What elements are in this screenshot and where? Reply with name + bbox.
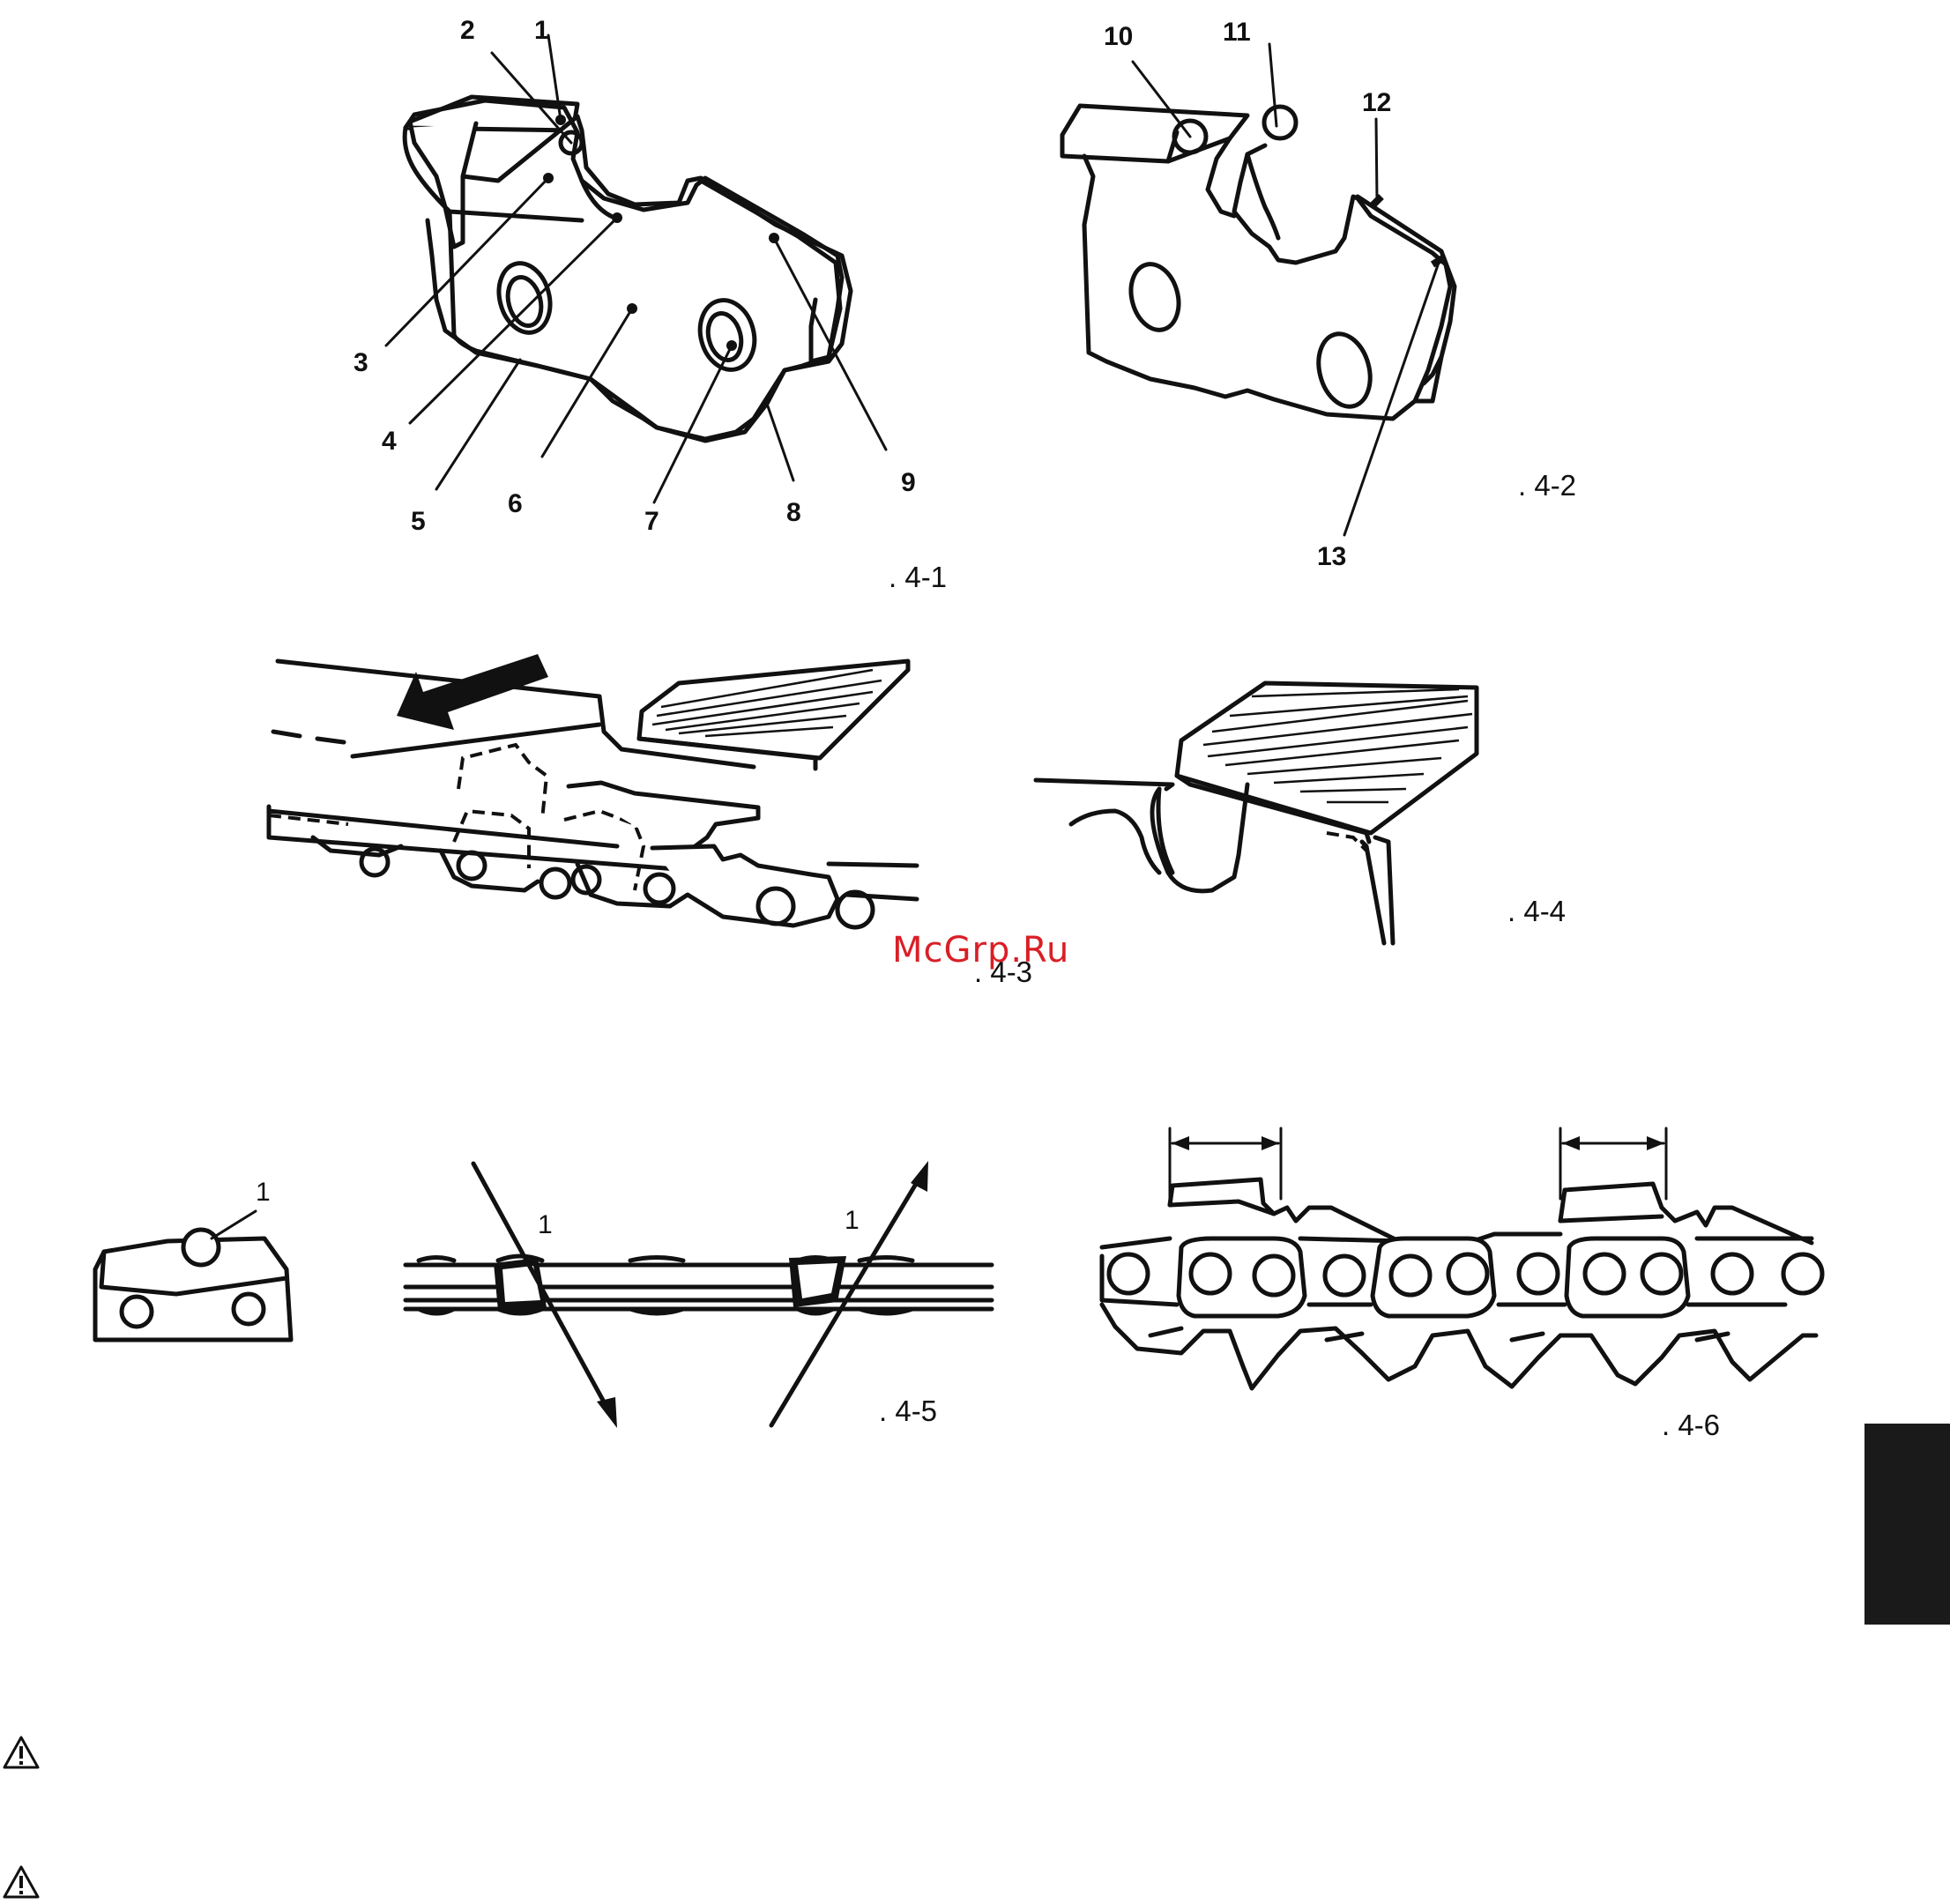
callout-4-1-3: 3 [354,350,368,376]
caption-fig-4-5: . 4-5 [879,1396,937,1425]
callout-4-1-7: 7 [644,509,659,535]
callout-4-1-8: 8 [786,500,801,526]
callout-4-2-10: 10 [1104,24,1133,50]
caption-fig-4-6: . 4-6 [1662,1410,1720,1439]
callout-4-2-13: 13 [1317,544,1346,570]
depth-gauge-tool-diagram [264,635,917,952]
caption-fig-4-2: . 4-2 [1518,471,1576,500]
chain-side-view-diagram [1098,1124,1820,1406]
callout-4-5-1b: 1 [538,1212,553,1238]
callout-4-2-12: 12 [1362,90,1391,116]
callout-4-1-9: 9 [901,470,916,496]
figure-4-1 [353,79,882,476]
callout-4-5-1a: 1 [256,1179,271,1206]
cutter-tooth-diagram [353,79,882,476]
warning-triangle-icon [2,1864,41,1900]
direction-arrow-icon [397,654,548,730]
depth-gauge-closeup-diagram [1036,679,1494,970]
figure-4-5-left [88,1208,309,1349]
callout-4-2-11: 11 [1223,19,1251,46]
figure-4-6 [1098,1124,1820,1406]
callout-4-1-2: 2 [460,18,475,44]
cutter-top-view-diagram [88,1208,309,1349]
cutter-tooth-angles-diagram [1053,84,1494,480]
caption-fig-4-1: . 4-1 [889,562,947,591]
callout-4-1-6: 6 [508,491,523,517]
watermark-text: McGrp.Ru [892,930,1069,971]
warning-triangle-icon [2,1735,41,1770]
figure-4-2 [1053,84,1494,480]
section-tab [1864,1424,1950,1625]
callout-4-1-1: 1 [534,18,549,44]
callout-4-5-1c: 1 [845,1208,860,1234]
callout-4-1-5: 5 [411,509,426,535]
callout-4-1-4: 4 [382,428,397,455]
figure-4-3 [264,635,917,952]
caption-fig-4-4: . 4-4 [1507,896,1566,926]
figure-4-4 [1036,679,1494,970]
